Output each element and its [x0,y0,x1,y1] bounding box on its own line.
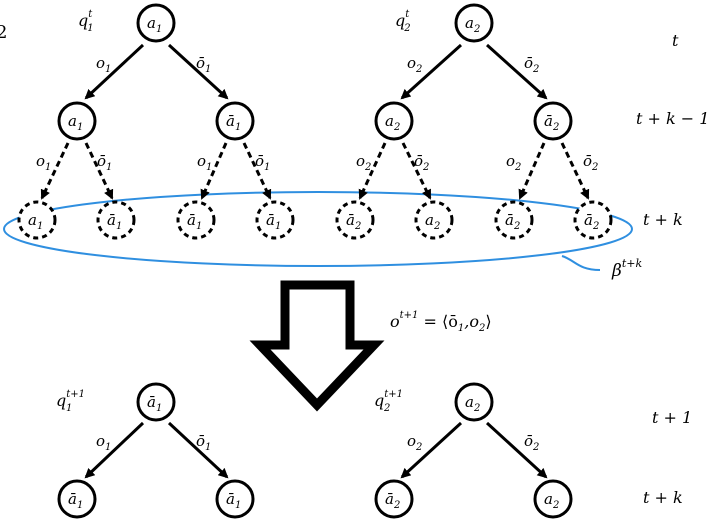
edge-label: ō2 [524,54,539,75]
node-bottom-leaf-2: ā1 [215,479,255,519]
svg-text:ā2: ā2 [385,490,400,511]
edge [400,421,463,479]
svg-text:ā1: ā1 [107,211,122,232]
dashed-edge [401,142,432,200]
svg-text:a2: a2 [465,14,480,35]
svg-text:ā2: ā2 [584,211,599,232]
dashed-edge [242,142,272,200]
belief-leader-line [561,255,601,271]
edge-label: o1 [197,152,212,173]
edge-label: o2 [356,152,371,173]
svg-text:ā1: ā1 [226,490,241,511]
edge-label: ō1 [97,152,112,173]
svg-text:ā1: ā1 [266,211,281,232]
leaf-node-7: ā2 [494,200,534,240]
svg-text:ā1: ā1 [226,112,241,133]
leaf-node-5: ā2 [335,200,375,240]
node-top-root-1: a1 [136,3,176,43]
edge [485,43,548,100]
node-bottom-leaf-3: ā2 [374,479,414,519]
leaf-node-2: ā1 [96,200,136,240]
belief-ellipse [3,191,633,267]
svg-text:a2: a2 [465,393,480,414]
svg-text:ā2: ā2 [505,211,520,232]
leaf-node-4: ā1 [255,200,295,240]
edge-label: ō1 [255,152,270,173]
node-mid-2b: ā2 [533,101,573,141]
time-label-t-k-bottom: t + k [643,488,683,507]
svg-text:ā1: ā1 [187,211,202,232]
node-bottom-root-2: a2 [454,382,494,422]
dashed-edge [560,142,590,200]
belief-label: βt+k [611,257,642,281]
edge-label: o1 [96,432,111,453]
node-bottom-root-1: ā1 [136,382,176,422]
down-arrow [249,280,385,412]
time-label-t-k-minus-1: t + k − 1 [636,109,709,128]
svg-text:ā1: ā1 [68,490,83,511]
svg-text:ā1: ā1 [147,393,162,414]
dashed-edge [358,142,387,200]
time-label-t-plus-1: t + 1 [652,408,692,427]
observation-label: ot+1 = ⟨ō1,o2⟩ [390,310,492,334]
leaf-node-1: a1 [17,200,57,240]
dashed-edge [518,142,546,200]
time-label-t: t [672,31,679,50]
stray-mark: 2 [0,22,7,43]
dashed-edge [84,142,114,200]
svg-text:a1: a1 [147,14,162,35]
edge-label: ō1 [196,54,211,75]
edge [400,43,463,100]
edge [84,421,145,479]
edge-label: o1 [96,54,111,75]
node-bottom-leaf-4: a2 [533,479,573,519]
svg-text:ā2: ā2 [346,211,361,232]
top-tree-1 [40,43,272,200]
svg-text:a1: a1 [28,211,43,232]
leaf-node-8: ā2 [573,200,613,240]
dashed-edge [40,142,70,200]
node-mid-2a: a2 [374,101,414,141]
node-mid-1a: a1 [57,101,97,141]
bottom-tree-1 [84,421,229,479]
node-mid-1b: ā1 [215,101,255,141]
bottom-tree-2 [400,421,548,479]
edge-label: o2 [407,54,422,75]
edge-label: o2 [506,152,521,173]
edge [167,43,229,100]
svg-text:a2: a2 [425,211,440,232]
leaf-node-6: a2 [414,200,454,240]
node-top-root-2: a2 [454,3,494,43]
edge-label: ō1 [196,432,211,453]
edge-label: o2 [407,432,422,453]
edge-label: ō2 [414,152,429,173]
svg-text:ā2: ā2 [544,112,559,133]
edge [84,43,145,100]
leaf-node-3: ā1 [176,200,216,240]
svg-text:a1: a1 [68,112,83,133]
svg-text:a2: a2 [544,490,559,511]
edge-label: ō2 [524,432,539,453]
node-bottom-leaf-1: ā1 [57,479,97,519]
edge-label: ō2 [583,152,598,173]
dashed-edge [200,142,228,200]
time-label-t-k: t + k [643,210,683,229]
edge [485,421,548,479]
top-tree-2 [358,43,590,200]
edge-label: o1 [36,152,51,173]
svg-text:a2: a2 [385,112,400,133]
edge [167,421,229,479]
